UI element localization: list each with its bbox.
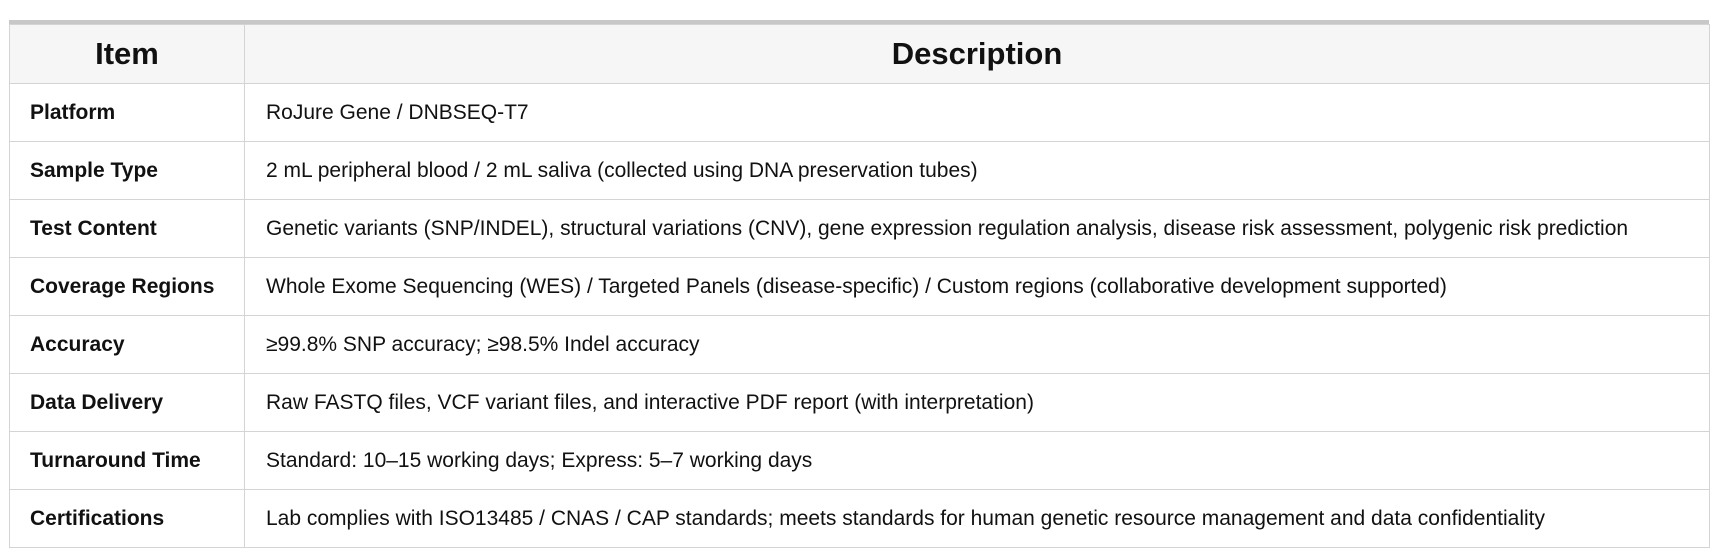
spec-table-container: Item Description Platform RoJure Gene / …: [9, 20, 1710, 548]
table-row: Certifications Lab complies with ISO1348…: [9, 489, 1710, 548]
row-description-turnaround-time: Standard: 10–15 working days; Express: 5…: [244, 431, 1710, 490]
row-description-test-content: Genetic variants (SNP/INDEL), structural…: [244, 199, 1710, 258]
spec-table: Item Description Platform RoJure Gene / …: [9, 24, 1710, 548]
row-item-coverage-regions: Coverage Regions: [9, 257, 245, 316]
header-row: Item Description: [9, 24, 1710, 84]
row-description-data-delivery: Raw FASTQ files, VCF variant files, and …: [244, 373, 1710, 432]
table-body: Platform RoJure Gene / DNBSEQ-T7 Sample …: [9, 83, 1710, 548]
row-item-turnaround-time: Turnaround Time: [9, 431, 245, 490]
row-item-data-delivery: Data Delivery: [9, 373, 245, 432]
row-item-test-content: Test Content: [9, 199, 245, 258]
table-row: Coverage Regions Whole Exome Sequencing …: [9, 257, 1710, 316]
table-row: Accuracy ≥99.8% SNP accuracy; ≥98.5% Ind…: [9, 315, 1710, 374]
table-row: Data Delivery Raw FASTQ files, VCF varia…: [9, 373, 1710, 432]
row-description-platform: RoJure Gene / DNBSEQ-T7: [244, 83, 1710, 142]
row-item-certifications: Certifications: [9, 489, 245, 548]
header-item: Item: [9, 24, 245, 84]
table-header: Item Description: [9, 24, 1710, 84]
row-item-sample-type: Sample Type: [9, 141, 245, 200]
table-row: Sample Type 2 mL peripheral blood / 2 mL…: [9, 141, 1710, 200]
row-description-coverage-regions: Whole Exome Sequencing (WES) / Targeted …: [244, 257, 1710, 316]
table-row: Test Content Genetic variants (SNP/INDEL…: [9, 199, 1710, 258]
row-description-certifications: Lab complies with ISO13485 / CNAS / CAP …: [244, 489, 1710, 548]
row-description-accuracy: ≥99.8% SNP accuracy; ≥98.5% Indel accura…: [244, 315, 1710, 374]
row-item-platform: Platform: [9, 83, 245, 142]
table-row: Turnaround Time Standard: 10–15 working …: [9, 431, 1710, 490]
row-item-accuracy: Accuracy: [9, 315, 245, 374]
table-row: Platform RoJure Gene / DNBSEQ-T7: [9, 83, 1710, 142]
row-description-sample-type: 2 mL peripheral blood / 2 mL saliva (col…: [244, 141, 1710, 200]
header-description: Description: [244, 24, 1710, 84]
